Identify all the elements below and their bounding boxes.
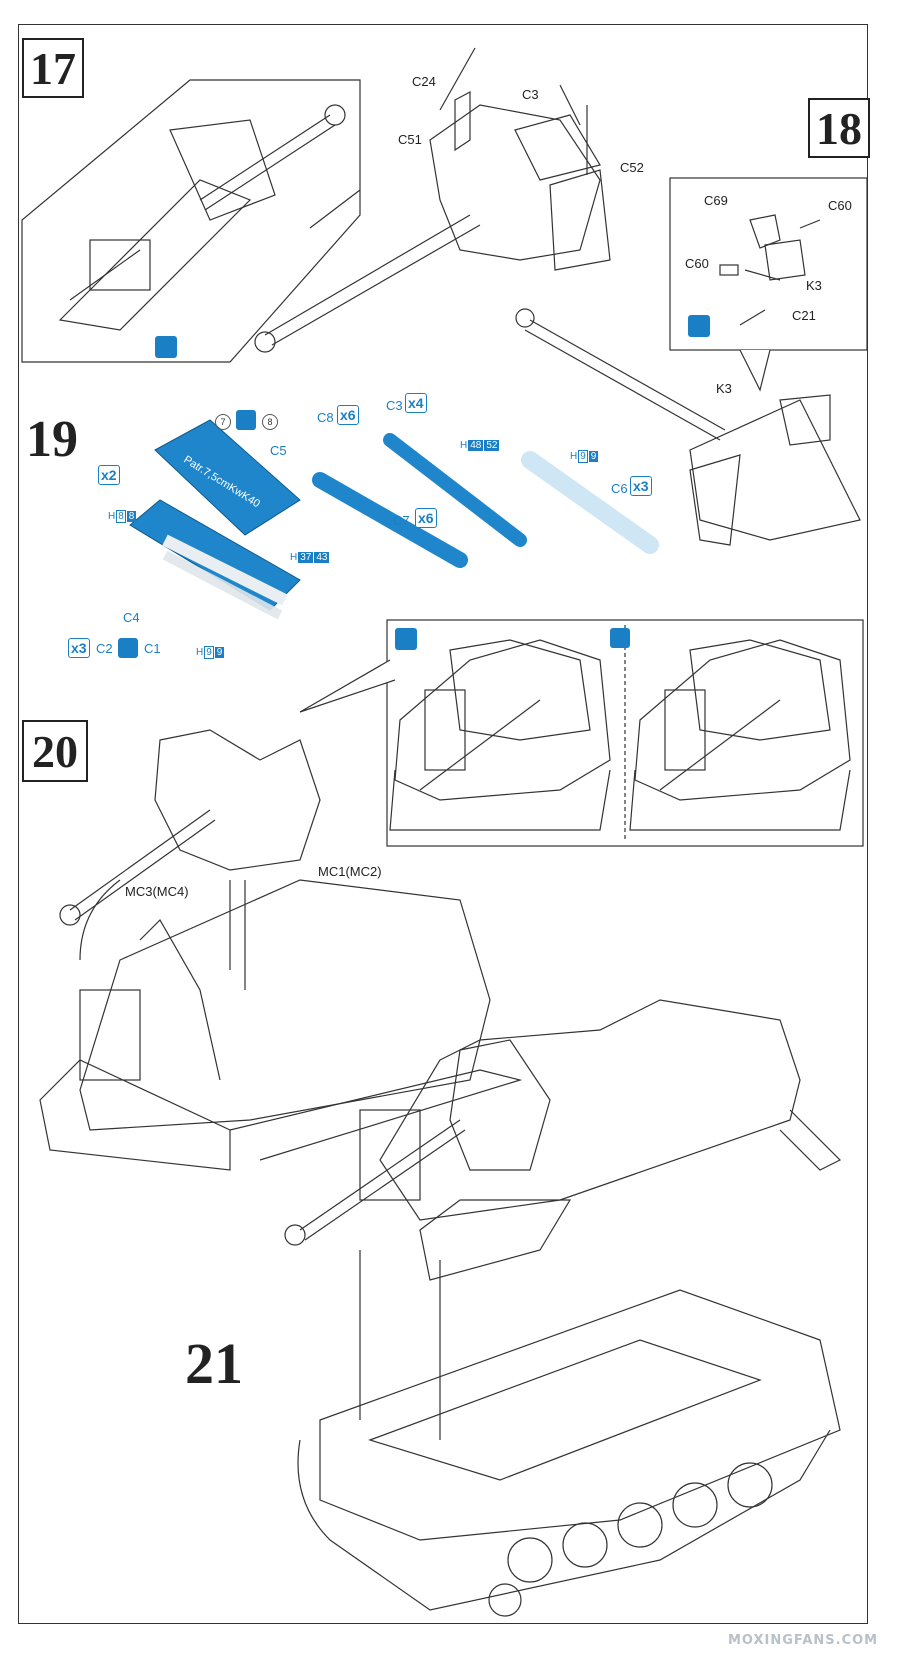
part-label-c3-shell: C3 bbox=[386, 398, 403, 413]
part-label-c1: C1 bbox=[144, 641, 161, 656]
part-label-k3-callout: K3 bbox=[806, 278, 822, 293]
step17-gun-shield bbox=[254, 47, 611, 353]
step-19-number: 19 bbox=[26, 411, 78, 468]
step-18-number: 18 bbox=[808, 98, 870, 158]
step-20-number: 20 bbox=[22, 720, 88, 782]
part-label-c60-left: C60 bbox=[685, 256, 709, 271]
color-swap-icon bbox=[118, 638, 138, 658]
step-21-number: 21 bbox=[185, 1331, 243, 1396]
color-swap-icon bbox=[610, 628, 630, 648]
part-label-c5: C5 bbox=[270, 443, 287, 458]
part-label-c7: C7 bbox=[393, 513, 410, 528]
step21-superstructure bbox=[284, 999, 842, 1281]
part-label-c6: C6 bbox=[611, 481, 628, 496]
quantity-x3-c2: x3 bbox=[68, 638, 90, 658]
step18-gun-assembly bbox=[515, 308, 861, 546]
decal-ref-8: 8 bbox=[262, 414, 278, 430]
part-label-c52: C52 bbox=[620, 160, 644, 175]
step-17-number: 17 bbox=[22, 38, 84, 98]
part-label-c51: C51 bbox=[398, 132, 422, 147]
step21-hull bbox=[297, 1250, 841, 1617]
part-label-c8: C8 bbox=[317, 410, 334, 425]
quantity-c6: x3 bbox=[630, 476, 652, 496]
step20-callout-left-view bbox=[389, 639, 611, 831]
part-label-c69: C69 bbox=[704, 193, 728, 208]
quantity-x2: x2 bbox=[98, 465, 120, 485]
step20-callout-right-view bbox=[629, 639, 851, 831]
step17-detail-breech bbox=[58, 104, 346, 331]
step18-mount-parts bbox=[719, 214, 821, 326]
part-label-c21: C21 bbox=[792, 308, 816, 323]
instruction-sheet-border bbox=[18, 24, 868, 1624]
quantity-c8: x6 bbox=[337, 405, 359, 425]
part-label-c3: C3 bbox=[522, 87, 539, 102]
watermark-text: MOXINGFANS.COM bbox=[728, 1633, 879, 1648]
quantity-c7: x6 bbox=[415, 508, 437, 528]
part-label-mc3: MC3(MC4) bbox=[125, 884, 189, 899]
paint-brush-icon bbox=[155, 336, 177, 358]
paint-brush-icon bbox=[395, 628, 417, 650]
step20-superstructure bbox=[39, 729, 523, 1171]
decal-ref-7: 7 bbox=[215, 414, 231, 430]
paint-brush-icon bbox=[688, 315, 710, 337]
part-label-c60-top: C60 bbox=[828, 198, 852, 213]
part-label-mc1: MC1(MC2) bbox=[318, 864, 382, 879]
step17-detail-callout bbox=[21, 79, 361, 363]
step19-blue-parts bbox=[129, 419, 659, 620]
part-label-k3: K3 bbox=[716, 381, 732, 396]
part-label-c2: C2 bbox=[96, 641, 113, 656]
part-label-c24: C24 bbox=[412, 74, 436, 89]
part-label-c4: C4 bbox=[123, 610, 140, 625]
quantity-c3: x4 bbox=[405, 393, 427, 413]
color-swap-icon bbox=[236, 410, 256, 430]
